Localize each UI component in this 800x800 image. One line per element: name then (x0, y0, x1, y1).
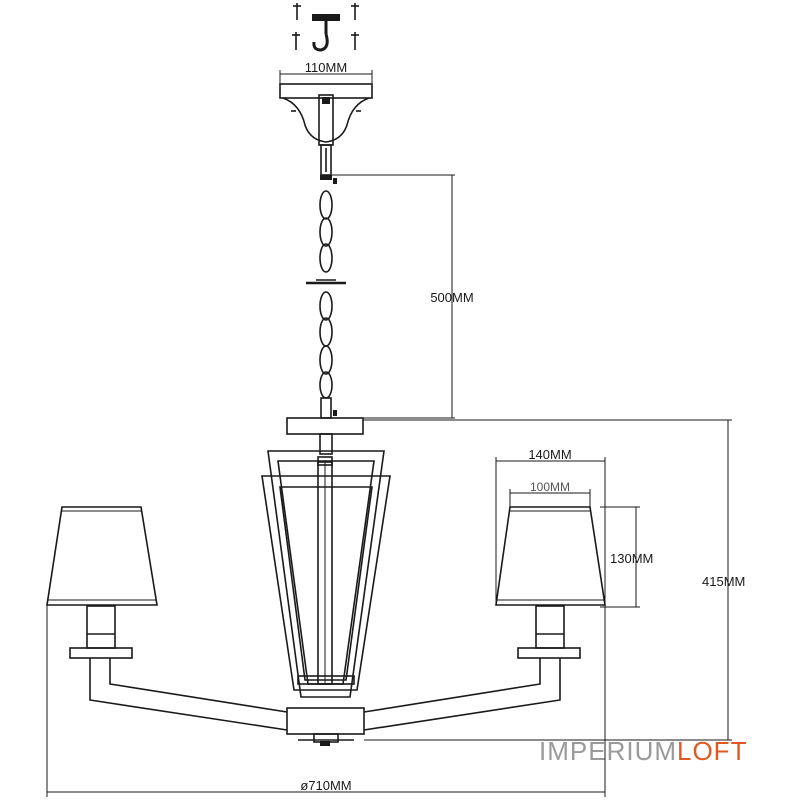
ceiling-hook-icon (312, 14, 340, 52)
chain-length-label: 500MM (430, 290, 473, 305)
body-height-label: 415MM (702, 574, 745, 589)
screw-icon (292, 32, 300, 50)
watermark-logo: IMPERIUMLOFT (539, 736, 747, 766)
dimension-canopy-width: 110MM (279, 60, 373, 84)
screw-icon (293, 3, 301, 20)
dimension-overall-diameter: ø710MM (46, 605, 606, 797)
mounting-hardware (292, 3, 359, 52)
dimension-shade-inner-width: 100MM (509, 480, 591, 507)
canopy-width-label: 110MM (305, 60, 347, 75)
shade-height-label: 130MM (610, 551, 653, 566)
watermark-part1: IMPERIUM (539, 736, 677, 766)
chain (306, 144, 346, 419)
main-body (261, 417, 391, 746)
overall-diameter-label: ø710MM (300, 778, 351, 793)
dimension-shade-top-width: 140MM (495, 447, 606, 605)
canopy (279, 83, 373, 146)
dimension-chain-length: 500MM (332, 174, 474, 419)
right-lamp-arm (363, 506, 606, 731)
screw-icon (351, 32, 359, 50)
shade-top-width-label: 140MM (528, 447, 571, 462)
dimension-shade-height: 130MM (600, 506, 653, 608)
dimension-body-height: 415MM (363, 419, 745, 741)
shade-inner-width-label: 100MM (530, 480, 570, 494)
screw-icon (351, 3, 359, 20)
left-lamp-arm (46, 506, 288, 731)
watermark-part2: LOFT (677, 736, 747, 766)
